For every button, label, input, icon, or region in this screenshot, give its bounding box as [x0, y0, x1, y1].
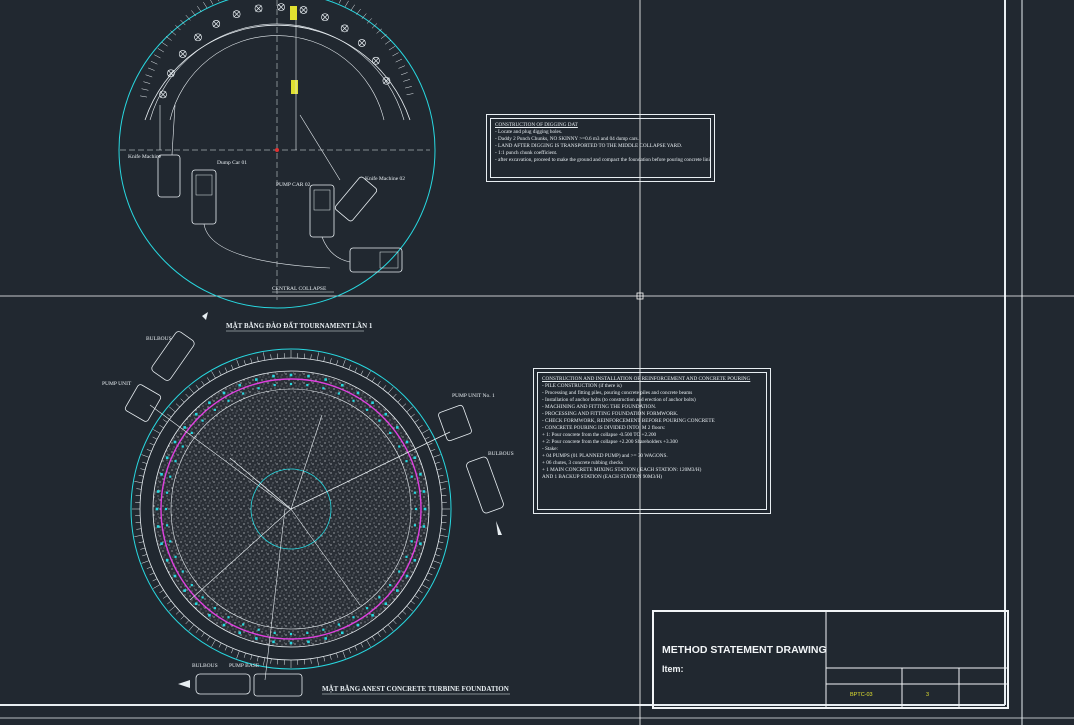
knife-machine-1-label: Knife Machine [128, 153, 162, 160]
digging-notes-title: CONSTRUCTION OF DIGGING DAT [495, 122, 578, 128]
concrete-note-line: - MACHINING AND FITTING THE FOUNDATION. [542, 404, 657, 410]
concrete-note-line: - CONCRETE POURING IS DIVIDED INTO: M 2 … [542, 425, 666, 431]
concrete-notes-box[interactable]: CONSTRUCTION AND INSTALLATION OF REINFOR… [533, 368, 771, 514]
pump-bottom-icon [253, 673, 303, 697]
title-block[interactable]: METHOD STATEMENT DRAWING Item: BPTC-03 3 [652, 610, 1009, 709]
knife-machine-2-icon [334, 176, 378, 222]
concrete-note-line: - CHECK FORMWORK, REINFORCEMENT BEFORE P… [542, 418, 715, 424]
concrete-note-line: + 2: Pour concrete from the collapse +2.… [542, 439, 678, 445]
item-label: Item: [662, 664, 684, 674]
digging-note-line: - Locate and plug digging holes. [495, 129, 563, 135]
dump-car-icon [191, 169, 217, 225]
title-block-grid [825, 612, 1007, 707]
dump-car-label: Dump Car 01 [217, 160, 247, 166]
pump-unit-left-label: PUMP UNIT [102, 381, 132, 387]
drawing-code: BPTC-03 [850, 692, 873, 698]
bulbous-top-label: BULBOUS [146, 336, 172, 342]
digging-note-line: - LAND AFTER DIGGING IS TRANSPORTED TO T… [495, 143, 683, 149]
concrete-note-line: + 06 chutes, 3 concrete rubbing checks [542, 460, 623, 466]
excavation-plan: Knife Machine Dump Car 01 PUMP CAR 02 Kn… [118, 0, 436, 332]
central-collapse-label: CENTRAL COLLAPSE [272, 286, 327, 292]
concrete-note-line: + 1 MAIN CONCRETE MIXING STATION ( EACH … [542, 467, 702, 473]
bulbous-right-label: BULBOUS [488, 451, 514, 457]
concrete-note-line: + 1: Pour concrete from the collapse -0.… [542, 432, 657, 438]
pump-bottom-label: PUMP BASE [229, 663, 260, 669]
truck-icon [349, 247, 403, 273]
digging-note-line: - after excavation, proceed to make the … [495, 157, 711, 163]
pump-unit-right-icon [438, 404, 472, 442]
concrete-note-line: - Installation of anchor bolts (to const… [542, 397, 696, 403]
knife-machine-1-icon [157, 154, 181, 198]
concrete-note-line: AND 1 BACKUP STATION (EACH STATION 90M3/… [542, 474, 663, 480]
page-number: 3 [926, 692, 930, 698]
concrete-note-line: - PROCESSING AND FITTING FOUNDATION FORM… [542, 411, 679, 417]
pump-unit-right-label: PUMP UNIT No. 1 [452, 393, 495, 399]
foundation-plan-title: MẶT BẰNG ANEST CONCRETE TURBINE FOUNDATI… [322, 685, 509, 693]
excavation-plan-title: MẶT BẰNG ĐÀO ĐẤT TOURNAMENT LẦN 1 [226, 322, 373, 330]
concrete-note-line: - Processing and fitting piles, pouring … [542, 390, 693, 396]
concrete-note-line: + 04 PUMPS (01 PLANNED PUMP) and >= 30 W… [542, 453, 668, 459]
bulbous-bottom-icon [195, 673, 251, 695]
pump-unit-left-icon [124, 384, 162, 422]
drawing-title: METHOD STATEMENT DRAWING [662, 644, 827, 656]
concrete-note-line: - PILE CONSTRUCTION (if there is) [542, 383, 622, 389]
foundation-plan: BULBOUS PUMP UNIT PUMP UNIT No. 1 BULBOU… [102, 312, 514, 697]
pump-car-icon [309, 184, 335, 238]
knife-machine-2-label: Knife Machine 02 [365, 175, 405, 182]
concrete-notes-title: CONSTRUCTION AND INSTALLATION OF REINFOR… [542, 376, 751, 382]
bulbous-top-icon [151, 331, 195, 381]
pump-car-label: PUMP CAR 02 [276, 182, 311, 188]
bulbous-right-icon [466, 456, 504, 514]
digging-notes-box[interactable]: CONSTRUCTION OF DIGGING DAT - Locate and… [486, 114, 715, 182]
digging-note-line: - Daddy 2 Punch Chunks, NO SKINNY >=0.6 … [495, 136, 639, 142]
concrete-note-line: - Stake: [542, 446, 558, 452]
digging-note-line: - 1:1 punch chunk coefficient. [495, 150, 558, 156]
bulbous-bottom-label: BULBOUS [192, 663, 218, 669]
